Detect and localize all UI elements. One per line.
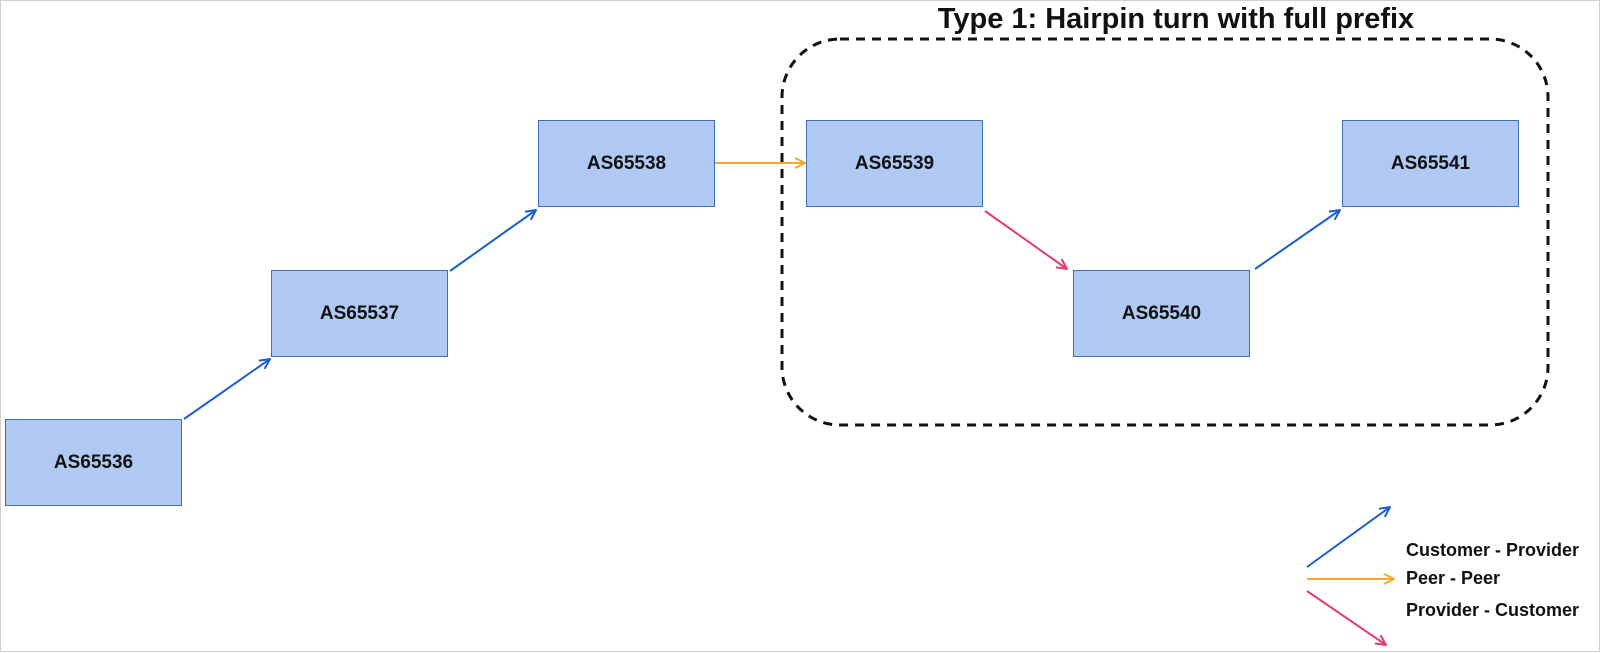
legend-label-provider-customer: Provider - Customer (1406, 600, 1580, 620)
node-as65536: AS65536 (5, 419, 182, 506)
edge-as65539-to-as65540 (984, 210, 1067, 269)
edge-as65537-to-as65538 (449, 210, 536, 272)
legend-label-customer-provider: Customer - Provider (1406, 540, 1580, 560)
node-as65537: AS65537 (271, 270, 448, 357)
node-as65541: AS65541 (1342, 120, 1519, 207)
legend-swatch-provider-customer (1306, 590, 1386, 645)
legend-swatch-customer-provider (1306, 507, 1390, 568)
node-as65539: AS65539 (806, 120, 983, 207)
node-as65538: AS65538 (538, 120, 715, 207)
group-title: Type 1: Hairpin turn with full prefix (937, 3, 1415, 35)
edge-as65536-to-as65537 (183, 359, 270, 420)
hairpin-group-boundary (780, 37, 1550, 427)
legend-label-peer-peer: Peer - Peer (1406, 568, 1501, 588)
edge-as65540-to-as65541 (1254, 210, 1340, 270)
node-as65540: AS65540 (1073, 270, 1250, 357)
